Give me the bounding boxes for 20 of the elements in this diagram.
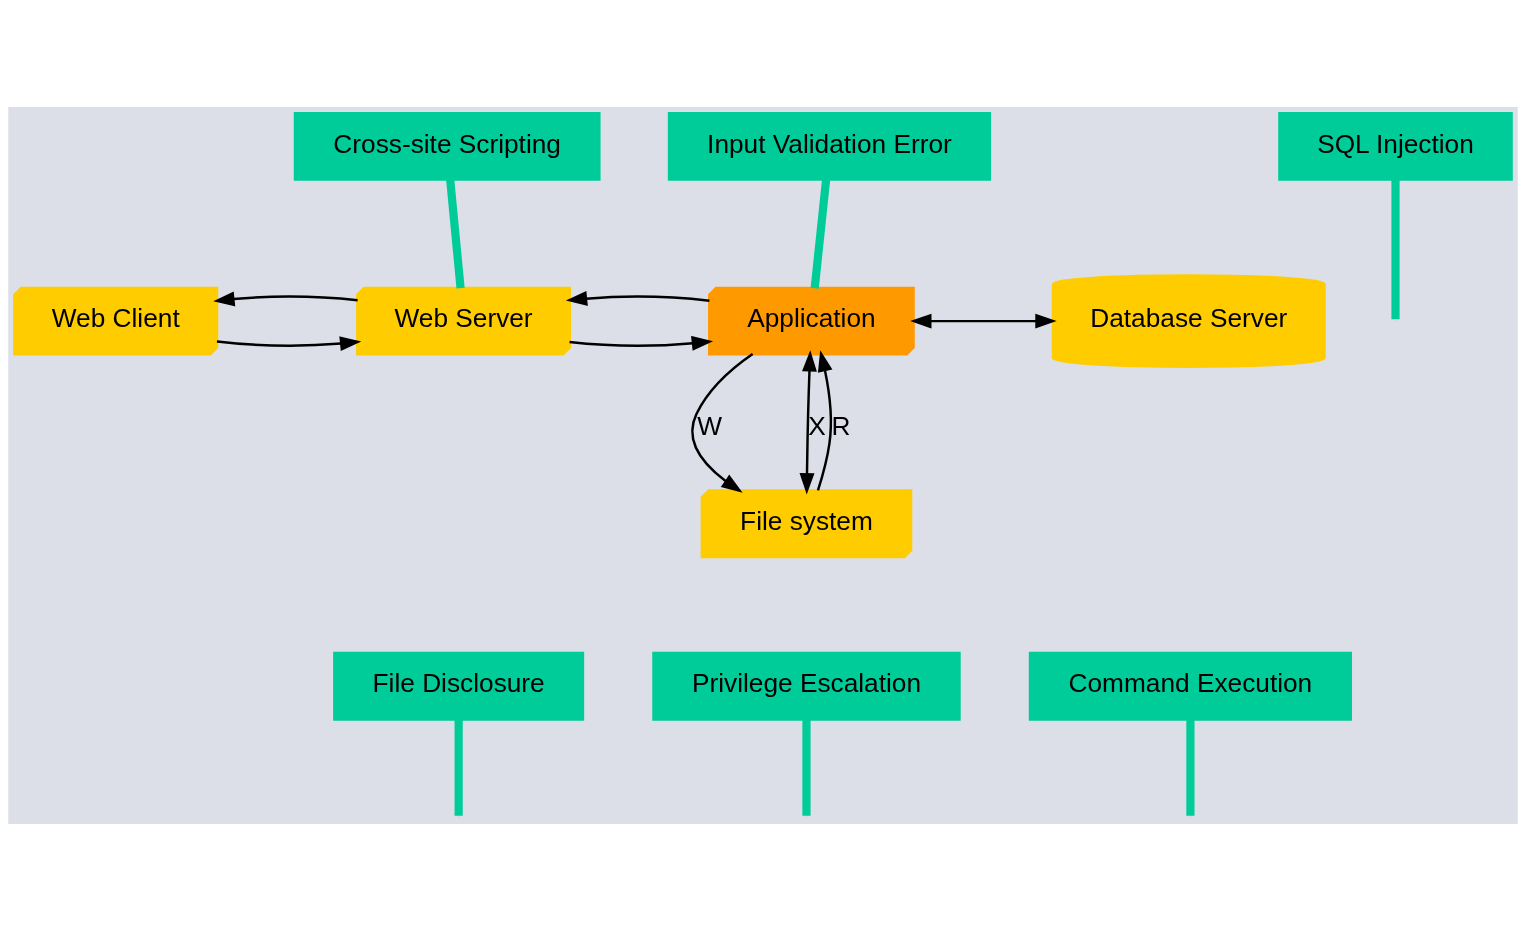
connector [810, 178, 831, 289]
node-box: Cross-site Scripting [293, 111, 601, 181]
edge-label: W [697, 410, 723, 441]
arrow [565, 290, 710, 306]
node-box: Input Validation Error [667, 111, 992, 181]
connector [1391, 178, 1400, 319]
arrow [910, 313, 1057, 329]
node-box: Command Execution [1028, 651, 1353, 721]
arrow [213, 291, 358, 306]
edge-label: X [808, 410, 826, 441]
node-box: Privilege Escalation [652, 651, 961, 721]
node-box: SQL Injection [1278, 111, 1513, 181]
node-box: File Disclosure [333, 651, 585, 721]
arrow [216, 335, 362, 351]
arrow [691, 352, 754, 493]
arrow [816, 349, 833, 491]
arrow [799, 349, 817, 495]
connector [446, 178, 465, 289]
edge-label: R [831, 410, 851, 441]
arrow [569, 335, 714, 351]
